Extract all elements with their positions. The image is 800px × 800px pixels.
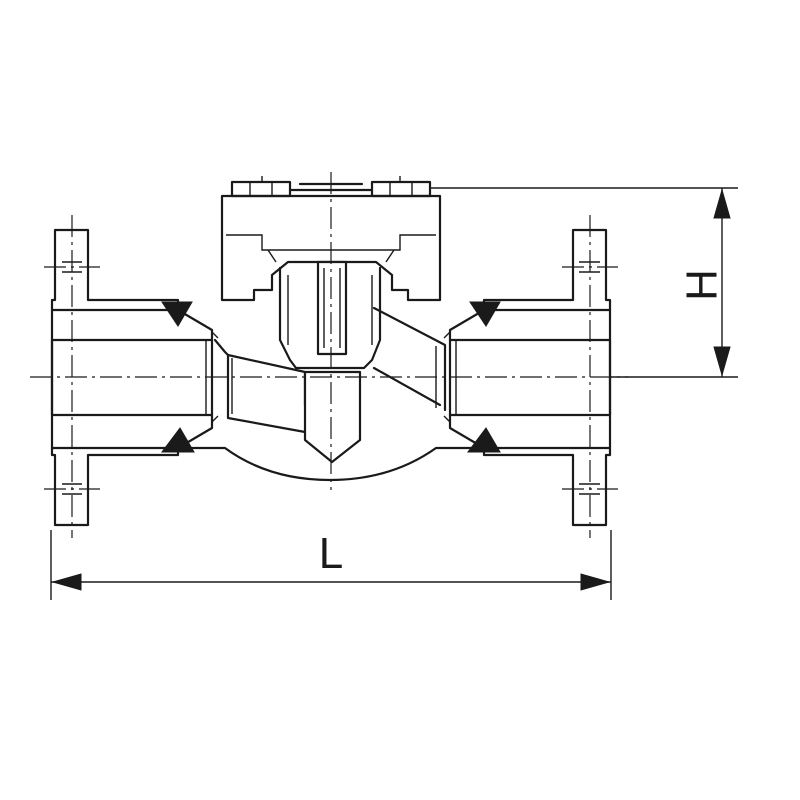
- weld-top-right: [469, 301, 501, 327]
- weld-bottom-left: [161, 427, 195, 453]
- height-label: H: [678, 269, 727, 301]
- right-bolt: [370, 180, 432, 198]
- hinge-pin: [316, 260, 348, 356]
- center-lines: [30, 172, 628, 538]
- dimension-l: L: [50, 529, 612, 600]
- disc-stem: [303, 370, 362, 464]
- left-bolt: [230, 180, 292, 198]
- bonnet-body: [220, 194, 442, 302]
- weld-bottom-right: [467, 427, 501, 453]
- weld-marks: [161, 301, 501, 453]
- lower-body: [186, 446, 480, 482]
- length-label: L: [319, 529, 343, 578]
- weld-top-left: [161, 301, 193, 327]
- hinge-pocket: [278, 266, 382, 370]
- dimension-h: H: [430, 187, 738, 378]
